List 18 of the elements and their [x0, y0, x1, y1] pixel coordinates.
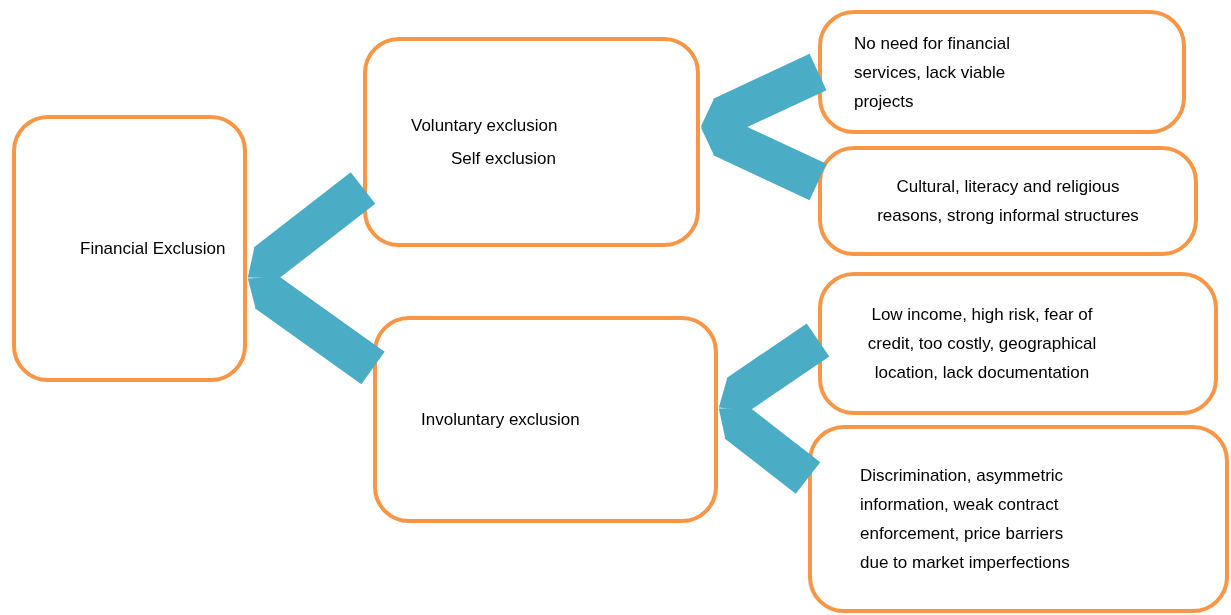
- box-text: Discrimination, asymmetric information, weak contract enforcement, price barriers due to market imperfections: [860, 465, 1071, 574]
- rounded-box: [818, 272, 1218, 415]
- chevron-arrow: [718, 323, 830, 412]
- box-text: Self exclusion: [450, 148, 556, 170]
- rounded-box: [808, 425, 1229, 613]
- box-text: Involuntary exclusion: [421, 409, 580, 431]
- rounded-box: [373, 316, 718, 523]
- rounded-box: [363, 37, 700, 247]
- rounded-box: [818, 146, 1198, 256]
- chevron-arrow: [718, 406, 821, 494]
- chevron-arrow: [247, 172, 376, 280]
- box-text: Voluntary exclusion: [411, 115, 558, 137]
- box-text: Low income, high risk, fear of credit, too costly, geographical location, lack documentation: [866, 304, 1098, 384]
- box-text: No need for financial services, lack viable projects: [854, 32, 1011, 113]
- box-text: Financial Exclusion: [80, 238, 226, 260]
- rounded-box: [818, 10, 1186, 134]
- rounded-box: [12, 115, 247, 382]
- box-text: Cultural, literacy and religious reasons, strong informal structures: [876, 176, 1140, 227]
